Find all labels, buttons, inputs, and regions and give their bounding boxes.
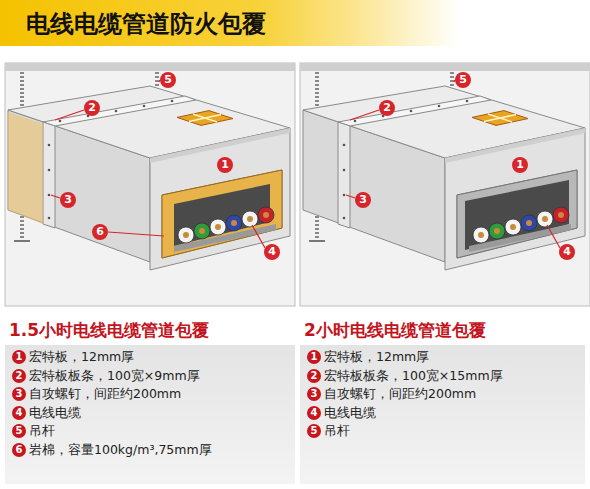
spec-item: 宏特板，12mm厚 [324,348,429,366]
callout-number: 3 [307,387,321,401]
callout-number: 6 [92,224,108,240]
callout-number: 3 [355,192,371,208]
callout-number: 2 [84,100,100,116]
callout-number: 1 [512,157,528,173]
callout-number: 5 [455,72,471,88]
callout-number: 1 [217,157,233,173]
callout-number: 1 [307,350,321,364]
spec-item: 宏特板板条，100宽×9mm厚 [29,367,200,385]
callout-number: 4 [264,244,280,260]
spec-item: 吊杆 [29,422,55,440]
callout-number: 2 [379,100,395,116]
spec-item: 自攻螺钉，间距约200mm [324,385,476,403]
page-title: 电线电缆管道防火包覆 [26,8,266,40]
duct-left [5,63,295,306]
spec-item: 宏特板板条，100宽×15mm厚 [324,367,503,385]
callout-number: 5 [12,424,26,438]
spec-panel: 1.5小时电线电缆管道包覆宏特板，12mm厚宏特板板条，100宽×9mm厚自攻螺… [5,318,295,484]
leader-lines [51,80,560,248]
callout-number: 2 [12,369,26,383]
spec-item: 吊杆 [324,422,350,440]
callout-number: 5 [307,424,321,438]
panel-heading: 2小时电线电缆管道包覆 [304,318,486,342]
callout-number: 6 [12,443,26,457]
spec-item: 电线电缆 [29,404,81,422]
callout-number: 3 [60,192,76,208]
spec-item: 宏特板，12mm厚 [29,348,134,366]
panel-heading: 1.5小时电线电缆管道包覆 [9,318,209,342]
spec-item: 岩棉，容量100kg/m³,75mm厚 [29,441,212,459]
callout-number: 2 [307,369,321,383]
callout-number: 5 [160,72,176,88]
spec-panel: 2小时电线电缆管道包覆宏特板，12mm厚宏特板板条，100宽×15mm厚自攻螺钉… [300,318,585,484]
spec-item: 自攻螺钉，间距约200mm [29,385,181,403]
callout-number: 4 [12,406,26,420]
callout-number: 3 [12,387,26,401]
callout-number: 1 [12,350,26,364]
callout-number: 4 [559,244,575,260]
duct-right [300,63,590,306]
callout-number: 4 [307,406,321,420]
spec-item: 电线电缆 [324,404,376,422]
